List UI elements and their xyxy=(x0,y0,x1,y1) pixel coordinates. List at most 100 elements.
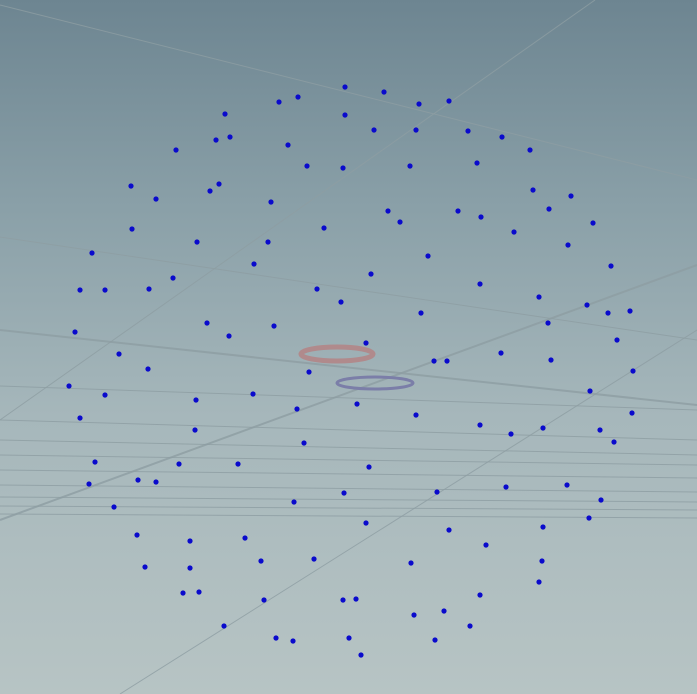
point xyxy=(477,592,483,598)
point xyxy=(540,425,546,431)
point xyxy=(142,564,148,570)
point xyxy=(128,183,134,189)
point xyxy=(483,542,489,548)
point xyxy=(342,112,348,118)
point xyxy=(446,98,452,104)
point xyxy=(474,160,480,166)
grid-line xyxy=(119,329,697,694)
point xyxy=(176,461,182,467)
point xyxy=(568,193,574,199)
point xyxy=(508,431,514,437)
point xyxy=(285,142,291,148)
point xyxy=(418,310,424,316)
point xyxy=(413,127,419,133)
point xyxy=(446,527,452,533)
point xyxy=(408,560,414,566)
point xyxy=(338,299,344,305)
grid-line xyxy=(0,0,596,421)
point xyxy=(431,358,437,364)
point xyxy=(548,357,554,363)
point xyxy=(432,637,438,643)
point xyxy=(363,340,369,346)
point xyxy=(102,392,108,398)
point xyxy=(271,323,277,329)
point xyxy=(536,579,542,585)
point xyxy=(605,310,611,316)
point xyxy=(192,427,198,433)
origin-gizmo xyxy=(298,344,415,391)
point xyxy=(66,383,72,389)
point xyxy=(314,286,320,292)
point xyxy=(173,147,179,153)
point xyxy=(371,127,377,133)
point xyxy=(539,558,545,564)
point xyxy=(258,558,264,564)
point xyxy=(611,439,617,445)
point xyxy=(92,459,98,465)
point xyxy=(129,226,135,232)
point xyxy=(546,206,552,212)
point xyxy=(77,287,83,293)
grid-line xyxy=(0,419,697,441)
point xyxy=(268,199,274,205)
point xyxy=(340,597,346,603)
point xyxy=(353,596,359,602)
point xyxy=(358,652,364,658)
point xyxy=(441,608,447,614)
point xyxy=(444,358,450,364)
point xyxy=(477,422,483,428)
point xyxy=(295,94,301,100)
point xyxy=(630,368,636,374)
point xyxy=(102,287,108,293)
point xyxy=(597,427,603,433)
point xyxy=(530,187,536,193)
point xyxy=(170,275,176,281)
point xyxy=(527,147,533,153)
point xyxy=(627,308,633,314)
point xyxy=(564,482,570,488)
point xyxy=(385,208,391,214)
point xyxy=(180,590,186,596)
point xyxy=(584,302,590,308)
point xyxy=(77,415,83,421)
point xyxy=(503,484,509,490)
point xyxy=(455,208,461,214)
point xyxy=(111,504,117,510)
point xyxy=(221,623,227,629)
point xyxy=(222,111,228,117)
point xyxy=(536,294,542,300)
point xyxy=(153,196,159,202)
point xyxy=(545,320,551,326)
point xyxy=(145,366,151,372)
point xyxy=(86,481,92,487)
point xyxy=(499,134,505,140)
point xyxy=(465,128,471,134)
point xyxy=(146,286,152,292)
point xyxy=(261,597,267,603)
point xyxy=(540,524,546,530)
point xyxy=(321,225,327,231)
point xyxy=(301,440,307,446)
point xyxy=(413,412,419,418)
point xyxy=(368,271,374,277)
grid-line xyxy=(0,505,697,511)
point xyxy=(213,137,219,143)
point xyxy=(194,239,200,245)
point xyxy=(226,333,232,339)
point xyxy=(72,329,78,335)
point xyxy=(290,638,296,644)
point xyxy=(207,188,213,194)
point xyxy=(193,397,199,403)
point xyxy=(381,89,387,95)
point xyxy=(291,499,297,505)
point xyxy=(153,479,159,485)
point xyxy=(187,538,193,544)
point xyxy=(235,461,241,467)
point xyxy=(354,401,360,407)
grid-line xyxy=(0,264,697,521)
gizmo-ring-back xyxy=(335,375,415,391)
point xyxy=(425,253,431,259)
point xyxy=(614,337,620,343)
